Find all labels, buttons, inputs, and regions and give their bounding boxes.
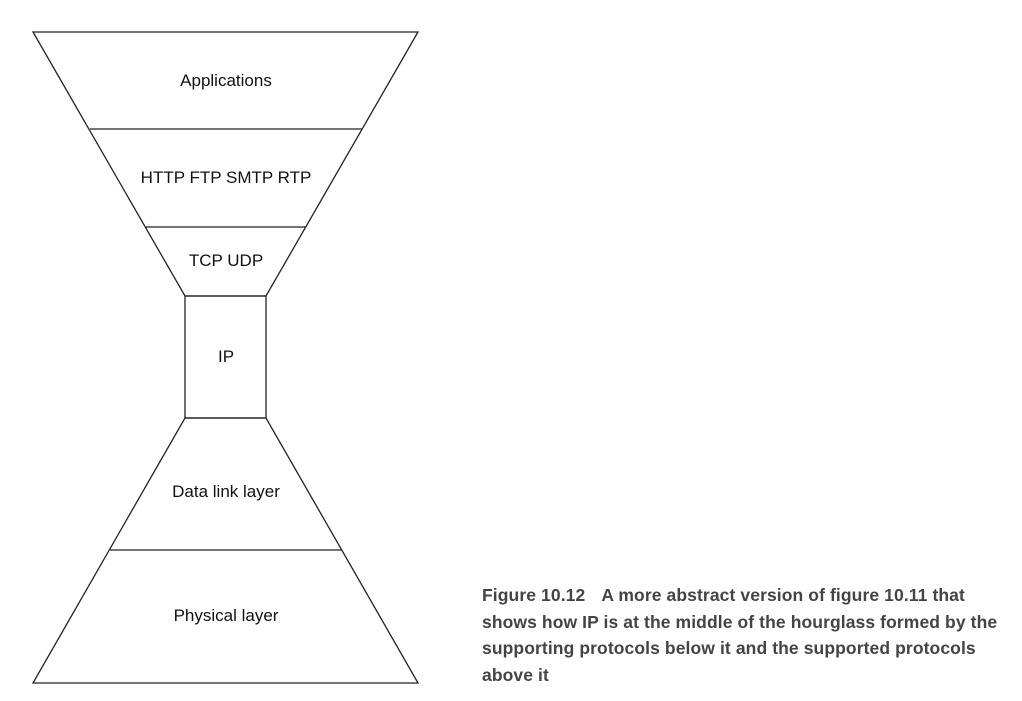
- layer-label-transport: TCP UDP: [189, 251, 263, 270]
- layer-label-ip: IP: [218, 347, 234, 366]
- hourglass-diagram: Applications HTTP FTP SMTP RTP TCP UDP I…: [31, 31, 420, 684]
- layer-label-applications: Applications: [180, 71, 272, 90]
- layer-label-physical: Physical layer: [174, 606, 279, 625]
- lower-base-outline: [31, 417, 420, 684]
- figure-caption-text: A more abstract version of figure 10.11 …: [482, 585, 998, 685]
- figure-number: Figure 10.12: [482, 585, 586, 605]
- layer-label-application-protocols: HTTP FTP SMTP RTP: [141, 168, 312, 187]
- layer-label-data-link: Data link layer: [172, 482, 280, 501]
